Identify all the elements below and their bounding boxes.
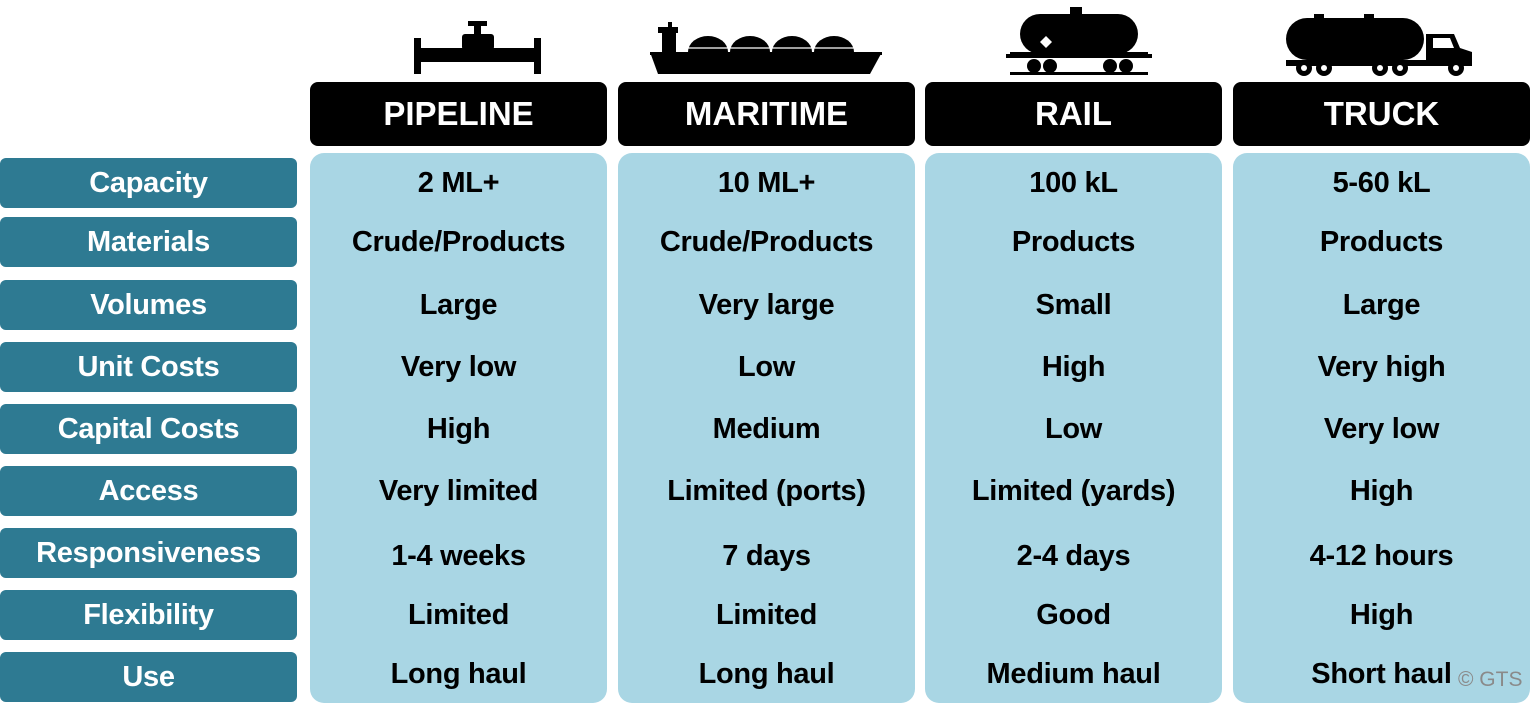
rail-volumes: Small [1035, 289, 1112, 321]
rail-unit-costs: High [1041, 351, 1106, 383]
pipeline-capital-costs: High [426, 413, 491, 445]
rail-access: Limited (yards) [971, 475, 1176, 507]
truck-unit-costs: Very high [1317, 351, 1446, 383]
pipeline-responsiveness: 1-4 weeks [391, 540, 526, 572]
row-label-capital-costs: Capital Costs [0, 404, 297, 454]
row-label-capacity: Capacity [0, 158, 297, 208]
truck-flexibility: High [1349, 599, 1414, 631]
truck-volumes: Large [1342, 289, 1421, 321]
maritime-capacity: 10 ML+ [717, 167, 816, 199]
row-label-access: Access [0, 466, 297, 516]
pipeline-access: Very limited [378, 475, 539, 507]
pipeline-materials: Crude/Products [351, 226, 566, 258]
copyright-notice: © GTS [1458, 668, 1523, 691]
rail-column [925, 153, 1222, 703]
maritime-unit-costs: Low [737, 351, 796, 383]
rail-materials: Products [1011, 226, 1136, 258]
pipeline-icon [414, 21, 541, 74]
tanker-ship-icon [650, 22, 882, 74]
maritime-header: MARITIME [618, 82, 915, 146]
maritime-volumes: Very large [698, 289, 835, 321]
rail-use: Medium haul [986, 658, 1161, 690]
rail-tank-car-icon [1006, 7, 1152, 75]
maritime-flexibility: Limited [715, 599, 817, 631]
maritime-materials: Crude/Products [659, 226, 874, 258]
row-label-unit-costs: Unit Costs [0, 342, 297, 392]
maritime-use: Long haul [698, 658, 835, 690]
maritime-capital-costs: Medium [712, 413, 821, 445]
maritime-column [618, 153, 915, 703]
pipeline-volumes: Large [419, 289, 498, 321]
pipeline-use: Long haul [390, 658, 527, 690]
pipeline-column [310, 153, 607, 703]
rail-flexibility: Good [1036, 599, 1111, 631]
truck-capital-costs: Very low [1323, 413, 1440, 445]
truck-materials: Products [1319, 226, 1444, 258]
tank-truck-icon [1286, 14, 1472, 76]
pipeline-header: PIPELINE [310, 82, 607, 146]
row-label-flexibility: Flexibility [0, 590, 297, 640]
row-label-volumes: Volumes [0, 280, 297, 330]
rail-responsiveness: 2-4 days [1016, 540, 1131, 572]
truck-column [1233, 153, 1530, 703]
truck-use: Short haul [1311, 658, 1452, 690]
rail-capital-costs: Low [1044, 413, 1103, 445]
maritime-responsiveness: 7 days [722, 540, 811, 572]
rail-header: RAIL [925, 82, 1222, 146]
pipeline-unit-costs: Very low [400, 351, 517, 383]
pipeline-capacity: 2 ML+ [417, 167, 500, 199]
truck-capacity: 5-60 kL [1332, 167, 1431, 199]
row-label-responsiveness: Responsiveness [0, 528, 297, 578]
row-label-materials: Materials [0, 217, 297, 267]
truck-access: High [1349, 475, 1414, 507]
row-label-use: Use [0, 652, 297, 702]
truck-responsiveness: 4-12 hours [1309, 540, 1454, 572]
rail-capacity: 100 kL [1029, 167, 1118, 199]
maritime-access: Limited (ports) [667, 475, 866, 507]
truck-header: TRUCK [1233, 82, 1530, 146]
pipeline-flexibility: Limited [407, 599, 509, 631]
